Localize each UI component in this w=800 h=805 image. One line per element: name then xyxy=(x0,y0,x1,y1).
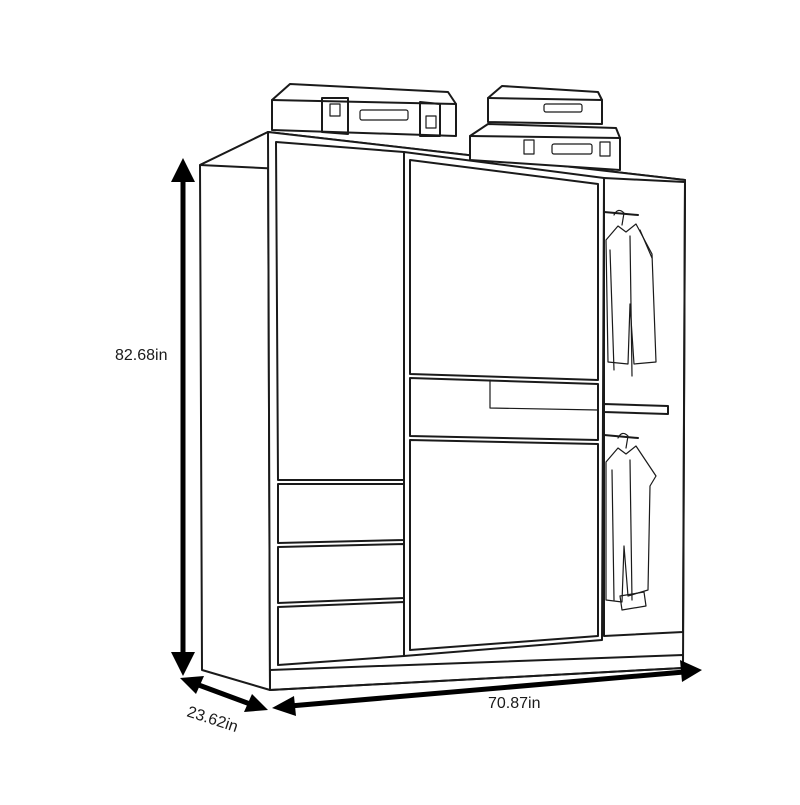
wardrobe xyxy=(199,131,686,691)
width-dimension: 70.87in xyxy=(272,660,702,716)
storage-box-right-bottom xyxy=(469,123,621,171)
width-arrow-head-left xyxy=(272,696,296,716)
storage-box-right-top xyxy=(487,85,603,125)
width-label: 70.87in xyxy=(488,695,541,712)
open-compartment xyxy=(603,177,686,637)
width-arrow-line xyxy=(289,669,685,709)
hanging-rod-upper xyxy=(603,211,639,216)
sliding-door-upper-panel xyxy=(409,159,599,381)
hanging-garments-upper xyxy=(605,209,657,377)
depth-arrow-line xyxy=(195,681,251,707)
height-label: 82.68in xyxy=(115,347,168,364)
height-dimension: 82.68in xyxy=(115,158,195,676)
height-arrow-head-top xyxy=(171,158,195,182)
compartment-shelf xyxy=(603,403,669,415)
sliding-door-lower-panel xyxy=(409,439,599,651)
hanging-rod-lower xyxy=(603,434,639,439)
storage-box-left xyxy=(271,83,457,137)
height-arrow-head-bottom xyxy=(171,652,195,676)
depth-arrow-head-left xyxy=(180,676,204,694)
width-arrow-head-right xyxy=(680,660,702,682)
depth-arrow-head-right xyxy=(244,694,268,712)
middle-rail-detail xyxy=(489,379,599,411)
hanging-garments-lower xyxy=(605,432,657,611)
wardrobe-side-panel xyxy=(199,131,271,691)
sliding-door-middle-strip xyxy=(409,377,599,441)
sliding-door-frame xyxy=(403,151,605,657)
depth-label: 23.62in xyxy=(185,704,240,736)
